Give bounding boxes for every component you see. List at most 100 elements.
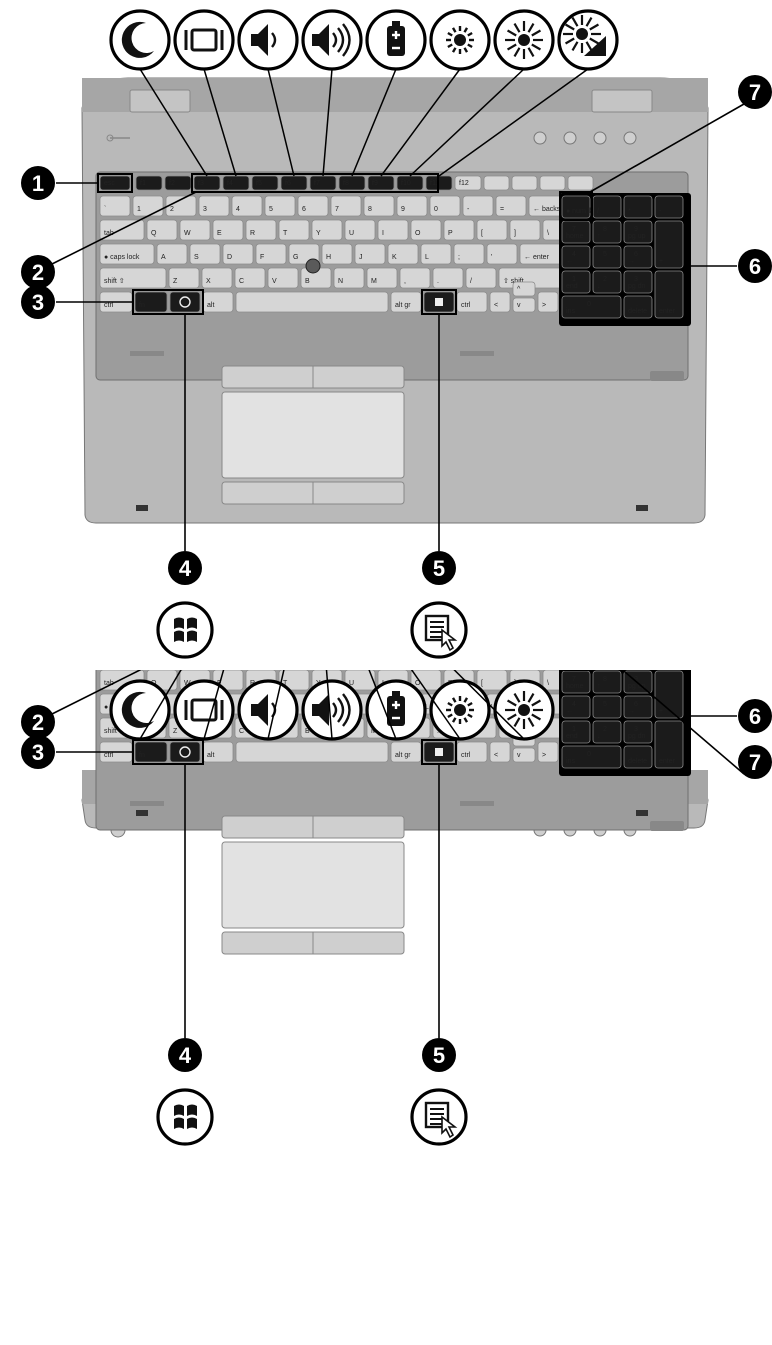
quick-launch-button xyxy=(623,131,637,145)
key-sym-label: ; xyxy=(458,254,460,261)
f-key-f10-label: f10 xyxy=(401,180,411,187)
alt-gr-key: alt gr xyxy=(390,741,422,763)
key-x: X xyxy=(201,267,233,289)
down-arrow-key: v xyxy=(512,297,536,313)
callout-number: 6 xyxy=(749,254,761,279)
spacebar xyxy=(235,291,389,313)
numpad-digit: 8 xyxy=(603,226,607,233)
numpad-key-9: pg up9 xyxy=(623,220,653,244)
ambient-light-sensor-icon xyxy=(557,9,619,71)
right-ctrl-key: ctrl xyxy=(456,741,488,763)
key-3-label: 3 xyxy=(203,206,207,213)
key-q: Q xyxy=(146,219,178,241)
applications-key xyxy=(423,741,455,763)
callout-3: 3 xyxy=(21,735,55,769)
key-x-label: ` xyxy=(104,206,106,213)
key-o-label: O xyxy=(415,680,421,687)
right-arrow-key-label: > xyxy=(542,302,546,309)
key-5-label: 5 xyxy=(269,206,273,213)
numpad-digit: 7 xyxy=(572,676,576,683)
callout-6: 6 xyxy=(738,249,772,283)
numpad-plus-key: + xyxy=(654,220,684,269)
key-1: 1 xyxy=(132,195,164,217)
numpad-digit: 1 xyxy=(572,726,576,733)
numpad-plus-key: + xyxy=(654,670,684,719)
numpad-key-4-label: ← xyxy=(566,708,573,715)
numpad-key-6-label: → xyxy=(628,708,635,715)
key-n-label: N xyxy=(338,278,343,285)
numpad-digit: 2 xyxy=(603,276,607,283)
callout-number: 3 xyxy=(32,740,44,765)
numpad-digit: 5 xyxy=(603,251,607,258)
num-lock-key-label: ● num lk xyxy=(566,208,593,215)
left-arrow-key: < xyxy=(489,741,511,763)
display-switch-icon xyxy=(173,679,235,741)
key-x: - xyxy=(462,195,494,217)
numpad-digit: 1 xyxy=(572,276,576,283)
display-switch-icon xyxy=(173,9,235,71)
brightness-down-icon xyxy=(429,9,491,71)
numpad-key-1-label: end xyxy=(566,733,578,740)
tab-key-label: tab xyxy=(104,230,114,237)
key-y-label: Y xyxy=(316,230,321,237)
volume-up-icon xyxy=(301,679,363,741)
numpad-key-4: ←4 xyxy=(561,695,591,719)
numpad-key-7-label: home xyxy=(566,233,584,240)
key-q-label: Q xyxy=(151,230,157,237)
fn-key-label: fn xyxy=(139,752,145,759)
key-m: M xyxy=(366,267,398,289)
numpad-decimal-key: delete. xyxy=(623,745,653,769)
volume-up-icon xyxy=(301,9,363,71)
key-d-label: D xyxy=(227,254,232,261)
callout-number: 2 xyxy=(32,260,44,285)
numpad-minus-key-label: - xyxy=(659,208,662,215)
key-o-label: O xyxy=(415,230,421,237)
key-d: D xyxy=(222,243,254,265)
f-key-f9: f9 xyxy=(367,175,395,191)
brightness-up-icon xyxy=(493,9,555,71)
numpad-key-6-label: → xyxy=(628,258,635,265)
numpad-key-8-label: ↑ xyxy=(597,683,601,690)
key-c-label: C xyxy=(239,278,244,285)
backspace-key-label: ← backspace xyxy=(533,206,576,213)
callout-6: 6 xyxy=(738,699,772,733)
key-v: V xyxy=(267,267,299,289)
key-u-label: U xyxy=(349,680,354,687)
key-m-label: M xyxy=(371,278,377,285)
f-key-f11-label: f11 xyxy=(430,180,439,187)
numpad-key-3-label: pg dn xyxy=(628,733,646,740)
key-k-label: K xyxy=(392,254,397,261)
callout-number: 4 xyxy=(179,1043,192,1068)
f-key-f7-label: f7 xyxy=(314,180,320,187)
key-8: 8 xyxy=(363,195,395,217)
moon-icon xyxy=(109,9,171,71)
key-sym: ' xyxy=(486,243,518,265)
key-sym: . xyxy=(432,267,464,289)
left-arrow-key-label: < xyxy=(494,752,498,759)
numpad-divide-key-label: / xyxy=(597,208,599,215)
numpad-minus-key: - xyxy=(654,195,684,219)
numpad-key-4: ←4 xyxy=(561,245,591,269)
key-sym: ] xyxy=(509,219,541,241)
key-m-label: M xyxy=(371,728,377,735)
key-w-label: W xyxy=(184,680,191,687)
key-u-label: U xyxy=(349,230,354,237)
numpad-digit: 6 xyxy=(634,251,638,258)
quick-launch-button xyxy=(593,131,607,145)
key-p-label: P xyxy=(448,230,453,237)
quick-launch-button xyxy=(563,131,577,145)
numpad-enter-key: enter xyxy=(654,720,684,769)
numpad-enter-key-label: enter xyxy=(659,308,676,315)
key-8-label: 8 xyxy=(368,206,372,213)
callout-5: 5 xyxy=(422,1038,456,1072)
key-t: T xyxy=(278,669,310,691)
numpad-digit: 4 xyxy=(572,251,576,258)
right-ctrl-key-label: ctrl xyxy=(461,752,471,759)
numpad-key-6: →6 xyxy=(623,695,653,719)
key-x: = xyxy=(495,195,527,217)
numpad-key-3: pg dn3 xyxy=(623,720,653,744)
